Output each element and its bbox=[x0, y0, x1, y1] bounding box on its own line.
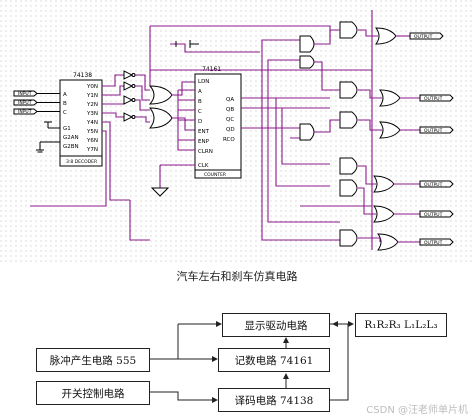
counter-74161[interactable]: 74161 LDN A B C D ENT ENP CLRN CLK QA QB… bbox=[194, 66, 242, 179]
schematic-caption: 汽车左右和刹车仿真电路 bbox=[176, 270, 298, 283]
output-pin[interactable]: OUTPUT bbox=[419, 210, 454, 218]
input-pin[interactable]: INPUT bbox=[13, 90, 38, 97]
counter-pin-qa: QA bbox=[226, 97, 234, 103]
decoder-output-network bbox=[30, 70, 195, 207]
decoder-pin-y6n: Y6N bbox=[86, 138, 98, 144]
decoder-pin-y7n: Y7N bbox=[86, 147, 98, 153]
decoder-block: 译码电路 74138 bbox=[218, 388, 330, 412]
input-pin-label: INPUT bbox=[18, 91, 32, 97]
and-gate bbox=[339, 179, 358, 197]
counter-pin-a: A bbox=[198, 89, 202, 95]
input-pin-label: INPUT bbox=[18, 100, 32, 106]
output-pin[interactable]: OUTPUT bbox=[409, 32, 444, 40]
and-gate bbox=[299, 123, 315, 141]
input-pin[interactable]: INPUT bbox=[13, 108, 38, 115]
counter-pin-rco: RCO bbox=[223, 137, 235, 143]
input-pins: INPUT INPUT INPUT bbox=[13, 90, 60, 153]
display-driver-block: 显示驱动电路 bbox=[222, 313, 330, 337]
decoder-pin-y5n: Y5N bbox=[86, 129, 98, 135]
output-pin-label: OUTPUT bbox=[424, 128, 443, 134]
output-pin[interactable]: OUTPUT bbox=[419, 126, 454, 134]
decoder-pin-y4n: Y4N bbox=[86, 120, 98, 126]
decoder-pin-g1: G1 bbox=[63, 126, 71, 132]
decoder-pin-y3n: Y3N bbox=[86, 111, 98, 117]
output-pin-label: OUTPUT bbox=[424, 182, 443, 188]
or-gate bbox=[379, 121, 401, 139]
and-gate bbox=[339, 111, 358, 129]
output-pin-label: OUTPUT bbox=[424, 240, 443, 246]
decoder-pin-c: C bbox=[63, 110, 67, 116]
switch-control-block: 开关控制电路 bbox=[36, 381, 150, 405]
counter-pin-d: D bbox=[198, 119, 202, 125]
and-gate bbox=[299, 35, 315, 53]
or-gate bbox=[373, 205, 395, 223]
pulse-generator-block: 脉冲产生电路 555 bbox=[36, 348, 150, 372]
counter-pin-b: B bbox=[198, 99, 202, 105]
counter-output-bus bbox=[241, 39, 340, 241]
gnd-symbol bbox=[36, 141, 60, 153]
counter-pin-clrn: CLRN bbox=[198, 149, 213, 155]
decoder-pin-y0n: Y0N bbox=[86, 84, 98, 90]
and-gate bbox=[339, 21, 358, 39]
and-gate bbox=[339, 81, 358, 99]
output-pins: OUTPUT OUTPUT OUTPUT OUTPUT OUTPUT OUTPU… bbox=[409, 32, 454, 246]
counter-pin-enp: ENP bbox=[198, 139, 210, 145]
output-pin-label: OUTPUT bbox=[424, 96, 443, 102]
counter-footer: COUNTER bbox=[204, 172, 226, 178]
input-pin-label: INPUT bbox=[18, 109, 32, 115]
inverter bbox=[123, 95, 136, 105]
or-gate bbox=[148, 107, 173, 129]
or-gate bbox=[375, 27, 397, 45]
decoder-pin-y1n: Y1N bbox=[86, 93, 98, 99]
circuit-schematic: INPUT INPUT INPUT 74138 A B C G1 G2AN G2… bbox=[0, 0, 474, 262]
decoder-74138[interactable]: 74138 A B C G1 G2AN G2BN Y0N Y1N Y2N Y3N… bbox=[59, 72, 103, 167]
output-pin-label: OUTPUT bbox=[424, 212, 443, 218]
decoder-pin-g2bn: G2BN bbox=[63, 144, 79, 150]
watermark: CSDN @汪老师单片机 bbox=[366, 405, 468, 416]
inverter bbox=[123, 70, 136, 80]
switch-symbol bbox=[175, 40, 199, 48]
counter-pin-c: C bbox=[198, 109, 202, 115]
counter-block: 记数电路 74161 bbox=[218, 348, 330, 372]
output-pin[interactable]: OUTPUT bbox=[419, 180, 454, 188]
or-gate bbox=[373, 175, 395, 193]
decoder-footer: 3:8 DECODER bbox=[66, 159, 97, 165]
decoder-pin-y2n: Y2N bbox=[86, 102, 98, 108]
counter-pin-qc: QC bbox=[226, 117, 234, 123]
block-diagram-connectors bbox=[150, 321, 354, 403]
decoder-pin-b: B bbox=[63, 101, 67, 107]
counter-pin-qd: QD bbox=[226, 127, 235, 133]
and-gate-network bbox=[30, 10, 420, 251]
decoder-pin-g2an: G2AN bbox=[63, 135, 79, 141]
and-gate bbox=[339, 229, 358, 247]
counter-pin-ldn: LDN bbox=[198, 79, 209, 85]
and-gate bbox=[299, 55, 315, 69]
or-gate bbox=[377, 233, 399, 251]
output-pin[interactable]: OUTPUT bbox=[419, 238, 454, 246]
or-gate bbox=[148, 85, 173, 105]
counter-pin-qb: QB bbox=[226, 107, 234, 113]
vcc-symbol bbox=[44, 121, 60, 129]
output-pin[interactable]: OUTPUT bbox=[419, 94, 454, 102]
decoder-part-label: 74138 bbox=[73, 72, 92, 79]
or-gate bbox=[379, 89, 401, 107]
input-pin[interactable]: INPUT bbox=[13, 99, 38, 106]
counter-pin-ent: ENT bbox=[198, 129, 210, 135]
lamps-block: R₁R₂R₃ L₁L₂L₃ bbox=[355, 313, 447, 337]
decoder-pin-a: A bbox=[63, 92, 67, 98]
counter-pin-clk: CLK bbox=[198, 163, 209, 169]
output-pin-label: OUTPUT bbox=[414, 34, 433, 40]
clock-source-symbol bbox=[150, 187, 170, 197]
and-gate bbox=[339, 157, 358, 175]
